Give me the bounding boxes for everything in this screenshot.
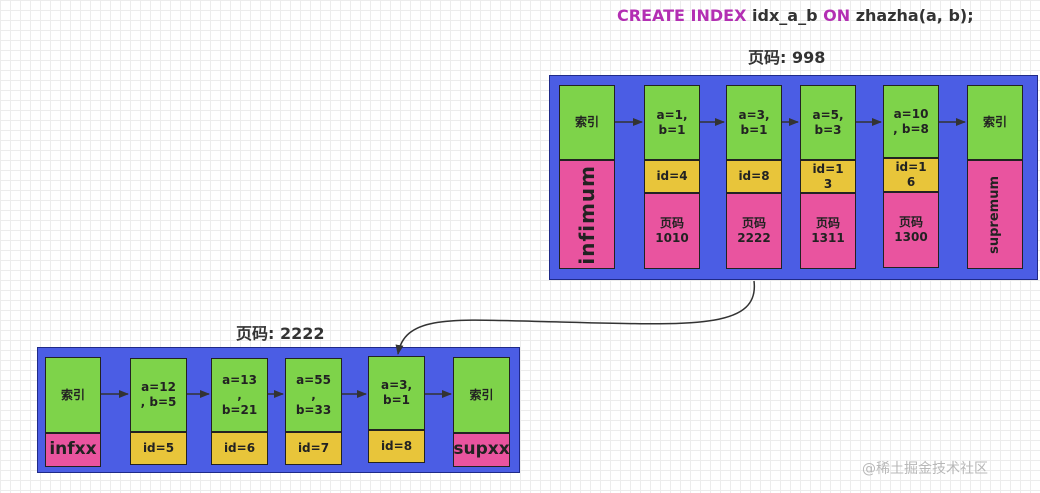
root-supremum: supremum — [967, 160, 1023, 269]
leaf-page — [37, 347, 520, 473]
leaf-supremum: supxx — [453, 433, 510, 467]
leaf-page-label: 页码: 2222 — [236, 324, 325, 343]
leaf-record-2-id: id=6 — [211, 432, 268, 465]
root-record-3-key: a=5, b=3 — [800, 85, 856, 160]
leaf-record-3-id: id=7 — [285, 432, 342, 465]
root-page — [549, 75, 1038, 280]
leaf-record-4-key: a=3, b=1 — [368, 356, 425, 430]
root-record-3-id: id=1 3 — [800, 160, 856, 193]
root-record-2-child: 页码 2222 — [726, 193, 782, 269]
root-record-1-id: id=4 — [644, 160, 700, 193]
leaf-supremum-index: 索引 — [453, 357, 510, 433]
root-infimum: infimum — [559, 160, 615, 269]
watermark: @稀土掘金技术社区 — [862, 461, 988, 477]
leaf-record-1-id: id=5 — [130, 432, 187, 465]
sql-keyword-on: ON — [823, 6, 851, 25]
leaf-record-4-id: id=8 — [368, 430, 425, 463]
root-record-4-child: 页码 1300 — [883, 192, 939, 268]
root-record-1-child: 页码 1010 — [644, 193, 700, 269]
leaf-record-2-key: a=13 , b=21 — [211, 358, 268, 432]
sql-statement: CREATE INDEX idx_a_b ON zhazha(a, b); — [617, 6, 974, 25]
leaf-record-3-key: a=55 , b=33 — [285, 358, 342, 432]
root-record-3-child: 页码 1311 — [800, 193, 856, 269]
root-record-2-id: id=8 — [726, 160, 782, 193]
leaf-record-1-key: a=12 , b=5 — [130, 358, 187, 432]
sql-keyword-create-index: CREATE INDEX — [617, 6, 747, 25]
root-record-1-key: a=1, b=1 — [644, 85, 700, 160]
child-page-pointer — [395, 280, 755, 355]
sql-target: zhazha(a, b); — [855, 6, 974, 25]
root-record-4-key: a=10 , b=8 — [883, 85, 939, 158]
root-supremum-index: 索引 — [967, 85, 1023, 160]
leaf-infimum: infxx — [45, 433, 101, 467]
root-record-2-key: a=3, b=1 — [726, 85, 782, 160]
root-record-4-id: id=1 6 — [883, 158, 939, 192]
sql-index-name: idx_a_b — [752, 6, 818, 25]
root-page-label: 页码: 998 — [748, 48, 826, 67]
leaf-infimum-index: 索引 — [45, 357, 101, 433]
root-infimum-index: 索引 — [559, 85, 615, 160]
